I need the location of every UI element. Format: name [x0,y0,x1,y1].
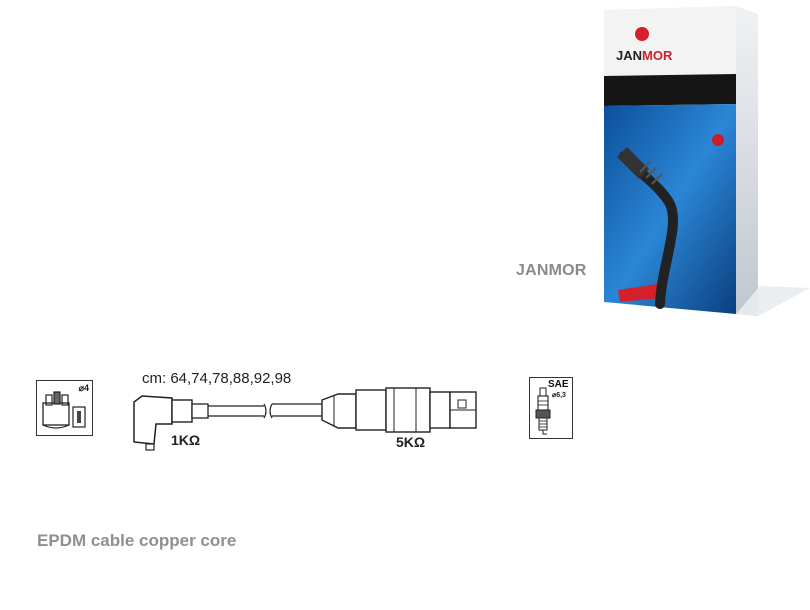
distributor-cap-icon [42,391,86,429]
spark-plug-diameter: ⌀6,3 [552,392,566,399]
spark-plug-icon [535,387,551,435]
ignition-cable-diagram [133,387,477,451]
cable-lengths: cm: 64,74,78,88,92,98 [142,370,292,387]
resistance-right: 5KΩ [396,434,426,450]
spark-plug-card: SAE ⌀6,3 [529,377,573,439]
distributor-diameter: ⌀4 [78,383,89,393]
box-logo-jan: JAN [616,48,642,63]
box-logo-mor: MOR [642,48,673,63]
resistance-left: 1KΩ [171,432,201,448]
brand-label: JANMOR [516,262,587,279]
spark-plug-standard: SAE [548,379,569,390]
product-description: EPDM cable copper core [37,531,237,550]
product-box-image: JANMOR [604,6,810,316]
svg-text:JANMOR: JANMOR [616,48,673,63]
distributor-cap-card: ⌀4 [36,380,93,436]
